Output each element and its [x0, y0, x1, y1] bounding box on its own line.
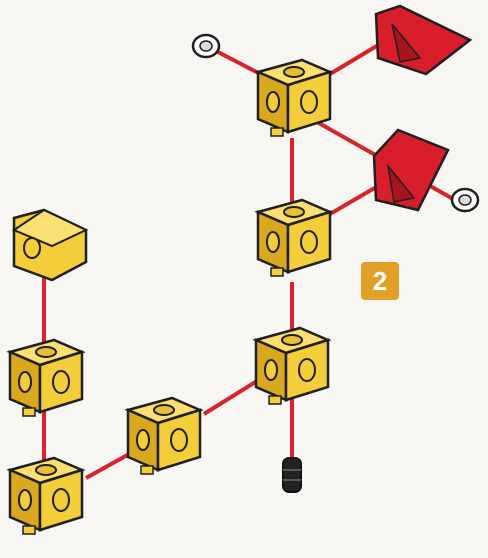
cube-left-upper	[8, 338, 84, 418]
red-flap-middle	[372, 128, 450, 212]
angled-end-block	[11, 208, 89, 282]
cube-left-lower	[8, 456, 84, 536]
cube-upper-middle	[256, 198, 332, 278]
connector-lines	[42, 42, 463, 480]
cube-lower-middle	[254, 326, 330, 406]
cube-bottom-center	[126, 396, 202, 476]
white-cap-right	[450, 187, 480, 213]
black-plug	[282, 457, 302, 493]
step-number-badge: 2	[361, 262, 399, 300]
white-cap-top	[191, 33, 221, 59]
red-flap-top	[374, 4, 473, 76]
